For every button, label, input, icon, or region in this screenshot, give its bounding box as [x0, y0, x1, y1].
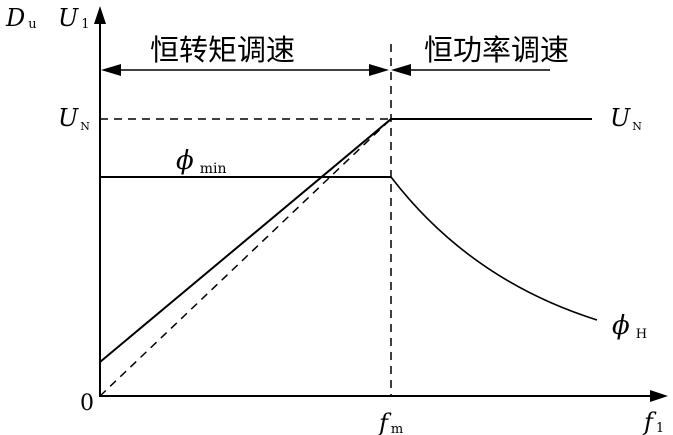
region-left-arrowhead-left [101, 64, 121, 76]
flux-decay-curve [390, 176, 598, 321]
voltage-line-ideal-dashed [99, 118, 392, 397]
region-left-arrowhead-right [369, 64, 389, 76]
region-label-constant-torque: 恒转矩调速 [150, 33, 295, 67]
x-axis-arrowhead [650, 390, 668, 402]
y-axis-arrowhead [94, 6, 106, 24]
region-right-arrowhead [391, 64, 411, 76]
voltage-line-with-boost [99, 118, 392, 363]
region-label-constant-power: 恒功率调速 [424, 33, 569, 67]
origin-label: 0 [80, 391, 94, 416]
